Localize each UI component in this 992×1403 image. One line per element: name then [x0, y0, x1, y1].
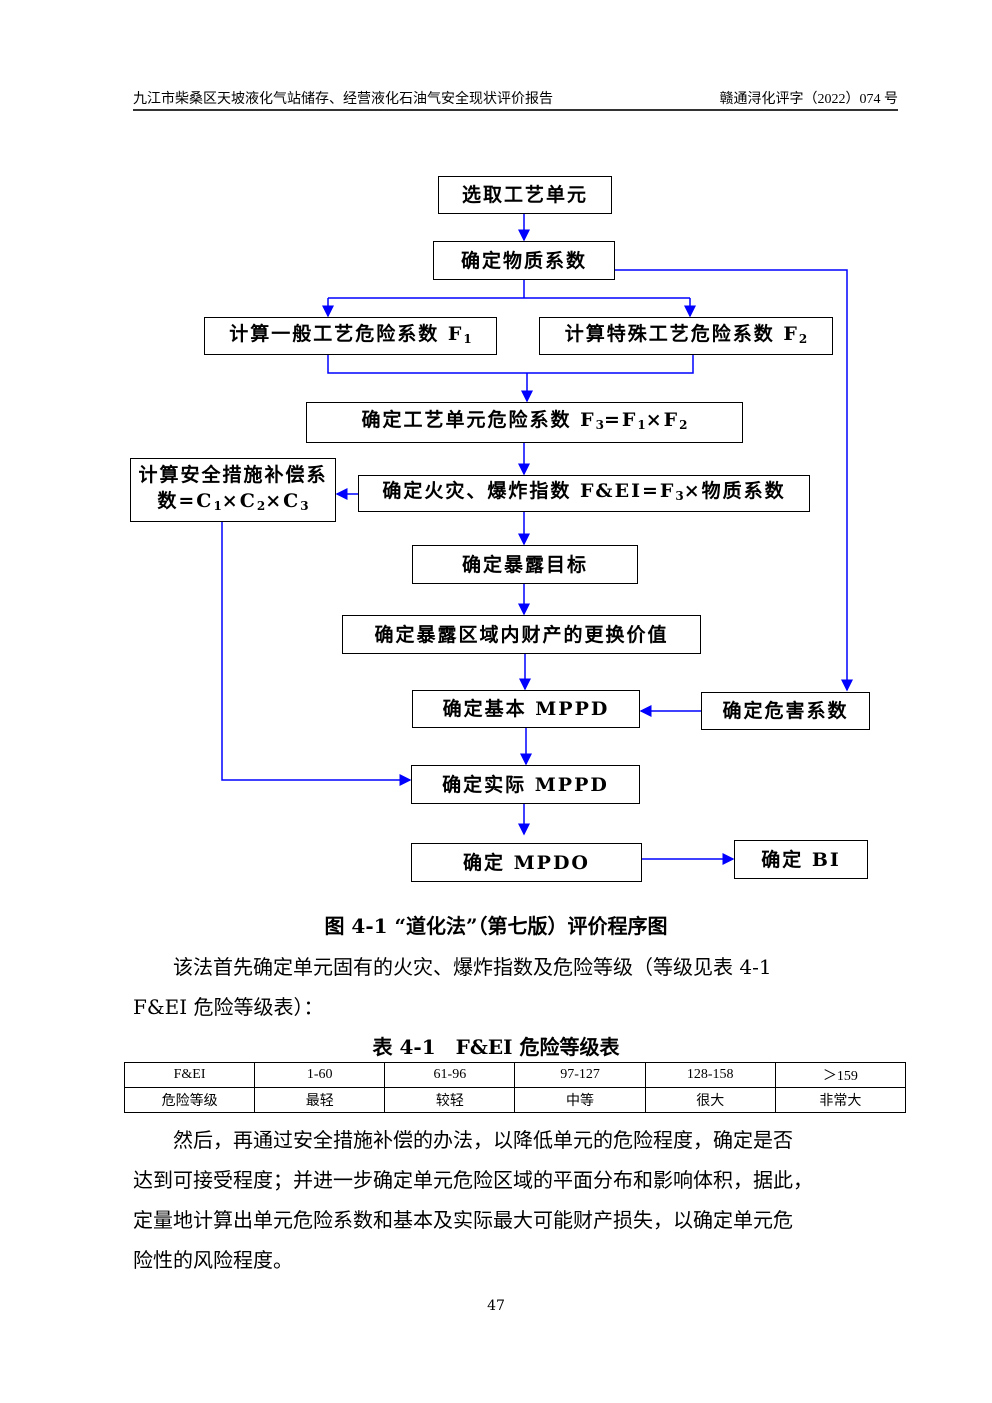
flow-box-replacement-value: 确定暴露区域内财产的更换价值: [342, 615, 701, 654]
flow-box-general-hazard-f1: 计算一般工艺危险系数 F1: [204, 317, 497, 355]
flow-box-mpdo: 确定 MPDO: [411, 843, 642, 882]
header-rule: [133, 109, 898, 111]
flowchart-arrows: [221, 214, 853, 865]
flow-box-bi: 确定 BI: [734, 840, 868, 879]
subscript: 1: [463, 331, 472, 346]
flow-box-label: 计算一般工艺危险系数 F: [229, 322, 464, 345]
subscript: 1: [213, 498, 222, 513]
flow-box-unit-hazard-f3: 确定工艺单元危险系数 F3=F1×F2: [306, 402, 743, 443]
flow-box-label: 选取工艺单元: [461, 184, 588, 206]
subscript: 3: [675, 489, 684, 503]
flow-box-label: 确定暴露目标: [461, 553, 588, 576]
table-cell: 1-60: [254, 1062, 386, 1088]
arrow: [221, 522, 412, 786]
flow-box-label: =F: [603, 409, 638, 431]
flow-box-label: ×C: [221, 489, 257, 512]
table-cell: 128-158: [644, 1062, 776, 1088]
flow-box-select-unit: 选取工艺单元: [438, 176, 612, 214]
flow-box-label: 计算安全措施补偿系数=C: [138, 463, 328, 512]
paragraph-line: 达到可接受程度；并进一步确定单元危险区域的平面分布和影响体积，据此，: [133, 1168, 813, 1192]
header-title: 九江市柴桑区天坡液化气站储存、经营液化石油气安全现状评价报告: [133, 92, 553, 107]
subscript: 3: [595, 418, 604, 432]
flow-box-label: ×F: [645, 409, 680, 431]
paragraph-line: 然后，再通过安全措施补偿的办法，以降低单元的危险程度，确定是否: [133, 1128, 793, 1152]
flow-box-label: 确定物质系数: [460, 249, 587, 272]
connector: [327, 355, 694, 374]
flow-box-base-mppd: 确定基本 MPPD: [412, 690, 640, 728]
flow-box-special-hazard-f2: 计算特殊工艺危险系数 F2: [539, 317, 833, 355]
page-number: 47: [487, 1298, 505, 1314]
flow-box-label: 确定实际 MPPD: [442, 773, 609, 796]
flow-box-label: ×C: [265, 489, 301, 512]
subscript: 2: [256, 498, 266, 513]
flow-box-exposure-target: 确定暴露目标: [412, 545, 638, 584]
flow-box-damage-factor: 确定危害系数: [701, 692, 870, 730]
table-cell: 最轻: [254, 1087, 386, 1113]
flow-box-safety-credit: 计算安全措施补偿系数=C1×C2×C3: [130, 458, 336, 522]
flow-box-label: 确定暴露区域内财产的更换价值: [374, 623, 669, 646]
paragraph-line: 险性的风险程度。: [133, 1248, 293, 1272]
flow-box-label: 确定 MPDO: [463, 851, 590, 874]
figure-caption: 图 4-1 “道化法”（第七版）评价程序图: [324, 914, 668, 938]
subscript: 3: [300, 498, 309, 513]
subscript: 2: [798, 331, 808, 346]
table-cell: F&EI: [123, 1062, 256, 1088]
table-cell: 很大: [644, 1087, 776, 1113]
arrow: [615, 269, 853, 692]
table-cell: 较轻: [384, 1087, 516, 1113]
flow-box-label: ×物质系数: [683, 480, 786, 502]
table-cell: 61-96: [384, 1062, 516, 1088]
table-cell: 97-127: [514, 1062, 646, 1088]
subscript: 2: [679, 418, 688, 432]
table-cell: 非常大: [774, 1087, 907, 1113]
flow-box-label: 确定 BI: [761, 848, 841, 871]
header-doc-number: 赣通浔化评字（2022）074 号: [719, 92, 899, 107]
table-caption: 表 4-1 F&EI 危险等级表: [372, 1035, 620, 1059]
table-cell: ＞159: [774, 1062, 907, 1088]
paragraph-line: 定量地计算出单元危险系数和基本及实际最大可能财产损失，以确定单元危: [133, 1208, 793, 1232]
flow-box-label: 确定危害系数: [722, 700, 849, 722]
subscript: 1: [637, 418, 646, 432]
table-cell: 中等: [514, 1087, 646, 1113]
flow-box-label: 计算特殊工艺危险系数 F: [564, 322, 799, 345]
paragraph-line: 该法首先确定单元固有的火灾、爆炸指数及危险等级（等级见表 4-1: [133, 955, 772, 979]
table-row: 危险等级最轻较轻中等很大非常大: [123, 1087, 907, 1113]
flow-box-label: 确定基本 MPPD: [442, 698, 610, 720]
flow-box-actual-mppd: 确定实际 MPPD: [411, 765, 640, 804]
paragraph-line: F&EI 危险等级表）：: [133, 995, 324, 1019]
flow-box-label: 确定火灾、爆炸指数 F&EI=F: [382, 480, 676, 502]
flow-box-fei-index: 确定火灾、爆炸指数 F&EI=F3×物质系数: [358, 475, 810, 512]
flow-box-material-factor: 确定物质系数: [433, 241, 615, 280]
table-cell: 危险等级: [123, 1087, 256, 1113]
flow-box-label: 确定工艺单元危险系数 F: [361, 409, 596, 431]
